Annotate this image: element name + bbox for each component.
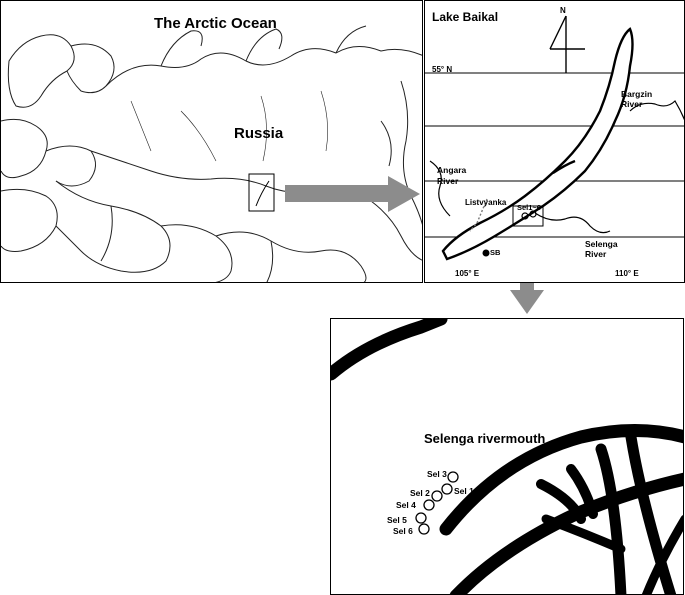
arctic-ocean-label: The Arctic Ocean — [154, 15, 277, 32]
shoreline-upper — [331, 319, 448, 381]
delta-branch — [625, 431, 677, 594]
station-sel2-label: Sel 2 — [410, 488, 430, 498]
rivermouth-locator-box — [512, 205, 544, 227]
sel-station-marker — [521, 212, 529, 220]
longitude-label-110: 110° E — [615, 269, 639, 278]
station-sel5-marker — [415, 512, 427, 524]
river-channel-upper — [439, 424, 683, 536]
baikal-outline-map — [425, 15, 684, 261]
baikal-locator-box — [248, 173, 275, 212]
russia-outline-map — [1, 25, 422, 282]
north-label: N — [560, 6, 566, 15]
sb-station-marker — [482, 249, 490, 257]
lake-baikal-shape — [441, 27, 634, 261]
baikal-map-title: Lake Baikal — [432, 10, 499, 24]
north-arrow — [549, 15, 585, 73]
listvyanka-label: Listvyanka — [465, 198, 507, 207]
station-sel3-marker — [447, 471, 459, 483]
bargzin-river-line — [629, 100, 684, 121]
bargzin-river-label: Bargzin River — [621, 89, 653, 109]
latitude-label: 55° N — [432, 65, 453, 74]
sel-station-label: Sel1~6 — [517, 203, 541, 212]
rivermouth-map-panel: Selenga rivermouth Sel 3 Sel 2 Sel 1 Sel… — [330, 318, 684, 595]
baikal-map-panel: Lake Baikal N 55° N Bargzin River Angara… — [424, 0, 685, 283]
rivermouth-detail-map — [331, 319, 683, 594]
russia-map-panel: The Arctic Ocean Russia — [0, 0, 423, 283]
station-sel1-marker — [441, 483, 453, 495]
sb-station-label: SB — [490, 248, 501, 257]
delta-branch — [566, 464, 598, 519]
station-sel1-label: Sel 1 — [454, 486, 474, 496]
sel-station-marker — [529, 210, 537, 218]
delta-branch — [536, 479, 586, 524]
angara-river-line — [429, 160, 451, 217]
russia-label: Russia — [234, 125, 284, 142]
longitude-label-105: 105° E — [455, 269, 480, 278]
station-sel3-label: Sel 3 — [427, 469, 447, 479]
listvyanka-pointer — [469, 198, 488, 232]
station-sel6-marker — [418, 523, 430, 535]
station-sel2-marker — [431, 490, 443, 502]
olkhon-island — [552, 159, 576, 174]
angara-river-label: Angara River — [437, 165, 467, 186]
station-sel6-label: Sel 6 — [393, 526, 413, 536]
rivermouth-title: Selenga rivermouth — [424, 431, 546, 446]
selenga-river-line — [534, 212, 611, 234]
baikal-locator-lake — [255, 180, 270, 207]
station-sel4-marker — [423, 499, 435, 511]
delta-branch — [541, 514, 626, 554]
station-sel4-label: Sel 4 — [396, 500, 416, 510]
delta-branch — [641, 514, 683, 594]
station-sel5-label: Sel 5 — [387, 515, 407, 525]
delta-branch — [595, 443, 627, 594]
selenga-river-label: Selenga River — [585, 239, 618, 259]
